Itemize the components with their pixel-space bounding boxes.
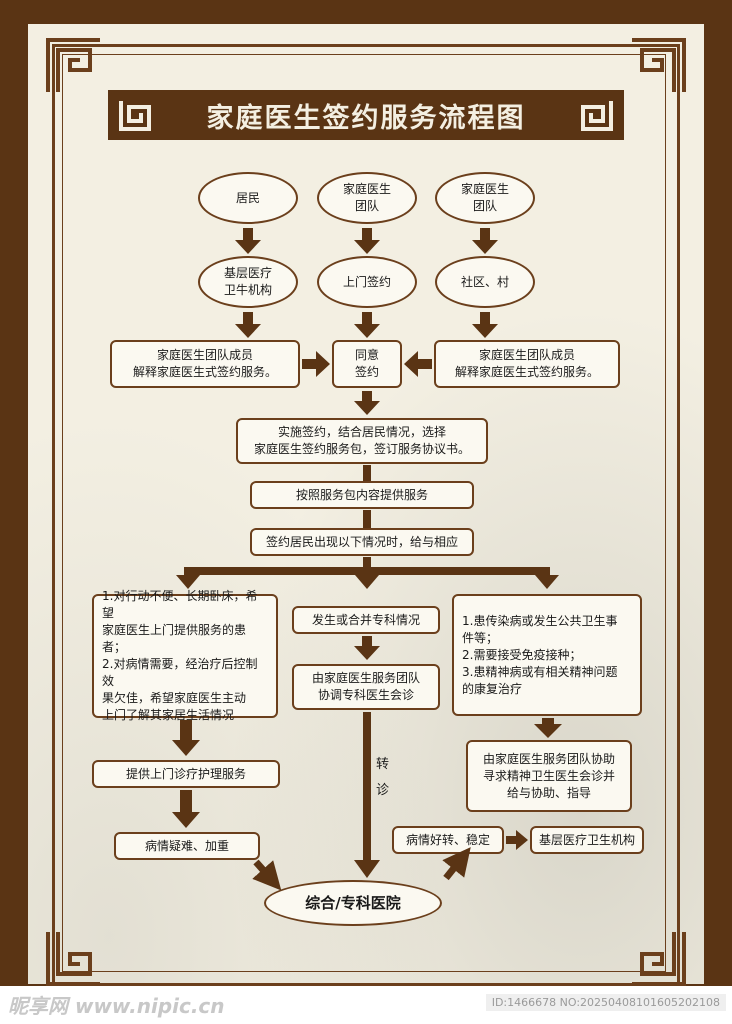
team-node-right: 家庭医生 团队 — [435, 172, 535, 224]
corner-ornament-top-right-icon — [632, 38, 686, 92]
home-care-box: 提供上门诊疗护理服务 — [92, 760, 280, 788]
home-visit-node: 上门签约 — [317, 256, 417, 308]
outer-frame-border — [52, 44, 680, 986]
arrow-right-icon — [506, 830, 528, 850]
arrow-down-icon — [354, 228, 380, 254]
situations-box: 签约居民出现以下情况时，给与相应 — [250, 528, 474, 556]
arrow-down-icon — [354, 312, 380, 338]
specialist-case-box: 发生或合并专科情况 — [292, 606, 440, 634]
arrow-left-icon — [404, 351, 432, 377]
coordinate-consult-box: 由家庭医生服务团队 协调专科医生会诊 — [292, 664, 440, 710]
explain-left-box: 家庭医生团队成员 解释家庭医生式签约服务。 — [110, 340, 300, 388]
arrow-down-icon — [172, 790, 200, 828]
arrow-down-icon — [354, 391, 380, 415]
inner-frame-border — [62, 54, 666, 972]
arrow-down-icon — [535, 575, 559, 589]
arrow-down-icon — [472, 312, 498, 338]
provide-service-box: 按照服务包内容提供服务 — [250, 481, 474, 509]
transfer-label: 转 诊 — [376, 757, 390, 798]
corner-ornament-bottom-left-icon — [46, 932, 100, 986]
right-cases-box: 1.患传染病或发生公共卫生事 件等； 2.需要接受免疫接种； 3.患精神病或有相… — [452, 594, 642, 716]
team-node-middle: 家庭医生 团队 — [317, 172, 417, 224]
implement-sign-box: 实施签约，结合居民情况，选择 家庭医生签约服务包，签订服务协议书。 — [236, 418, 488, 464]
left-cases-box: 1.对行动不便、长期卧床，希望 家庭医生上门提供服务的患 者； 2.对病情需要，… — [92, 589, 278, 722]
difficult-case-box: 病情疑难、加重 — [114, 832, 260, 860]
arrow-down-icon — [354, 860, 380, 878]
grassroots-end-box: 基层医疗卫生机构 — [530, 826, 644, 854]
arrow-right-icon — [302, 351, 330, 377]
hospital-node: 综合/专科医院 — [264, 880, 442, 926]
page-title-bar: 家庭医生签约服务流程图 — [108, 90, 624, 140]
resident-node: 居民 — [198, 172, 298, 224]
community-node: 社区、村 — [435, 256, 535, 308]
arrow-down-icon — [472, 228, 498, 254]
explain-right-box: 家庭医生团队成员 解释家庭医生式签约服务。 — [434, 340, 620, 388]
corner-ornament-bottom-right-icon — [632, 932, 686, 986]
page-title: 家庭医生签约服务流程图 — [206, 102, 526, 134]
arrow-down-icon — [354, 636, 380, 660]
arrow-down-icon — [235, 228, 261, 254]
arrow-down-icon — [172, 720, 200, 756]
arrow-down-icon — [235, 312, 261, 338]
image-id-text: ID:1466678 NO:20250408101605202108 — [485, 994, 726, 1011]
arrow-down-icon — [176, 575, 200, 589]
corner-ornament-top-left-icon — [46, 38, 100, 92]
arrow-down-icon — [534, 718, 562, 738]
arrow-down-icon — [355, 575, 379, 589]
title-spiral-left-icon — [119, 101, 151, 131]
watermark-logo: 昵享网 www.nipic.cn — [8, 994, 225, 1018]
grassroots-node: 基层医疗 卫牛机构 — [198, 256, 298, 308]
title-spiral-right-icon — [581, 101, 613, 131]
arrow-diagonal-out-icon — [442, 847, 471, 881]
mental-health-box: 由家庭医生服务团队协助 寻求精神卫生医生会诊并 给与协助、指导 — [466, 740, 632, 812]
agree-sign-box: 同意 签约 — [332, 340, 402, 388]
arrow-diagonal-in-icon — [252, 859, 282, 891]
